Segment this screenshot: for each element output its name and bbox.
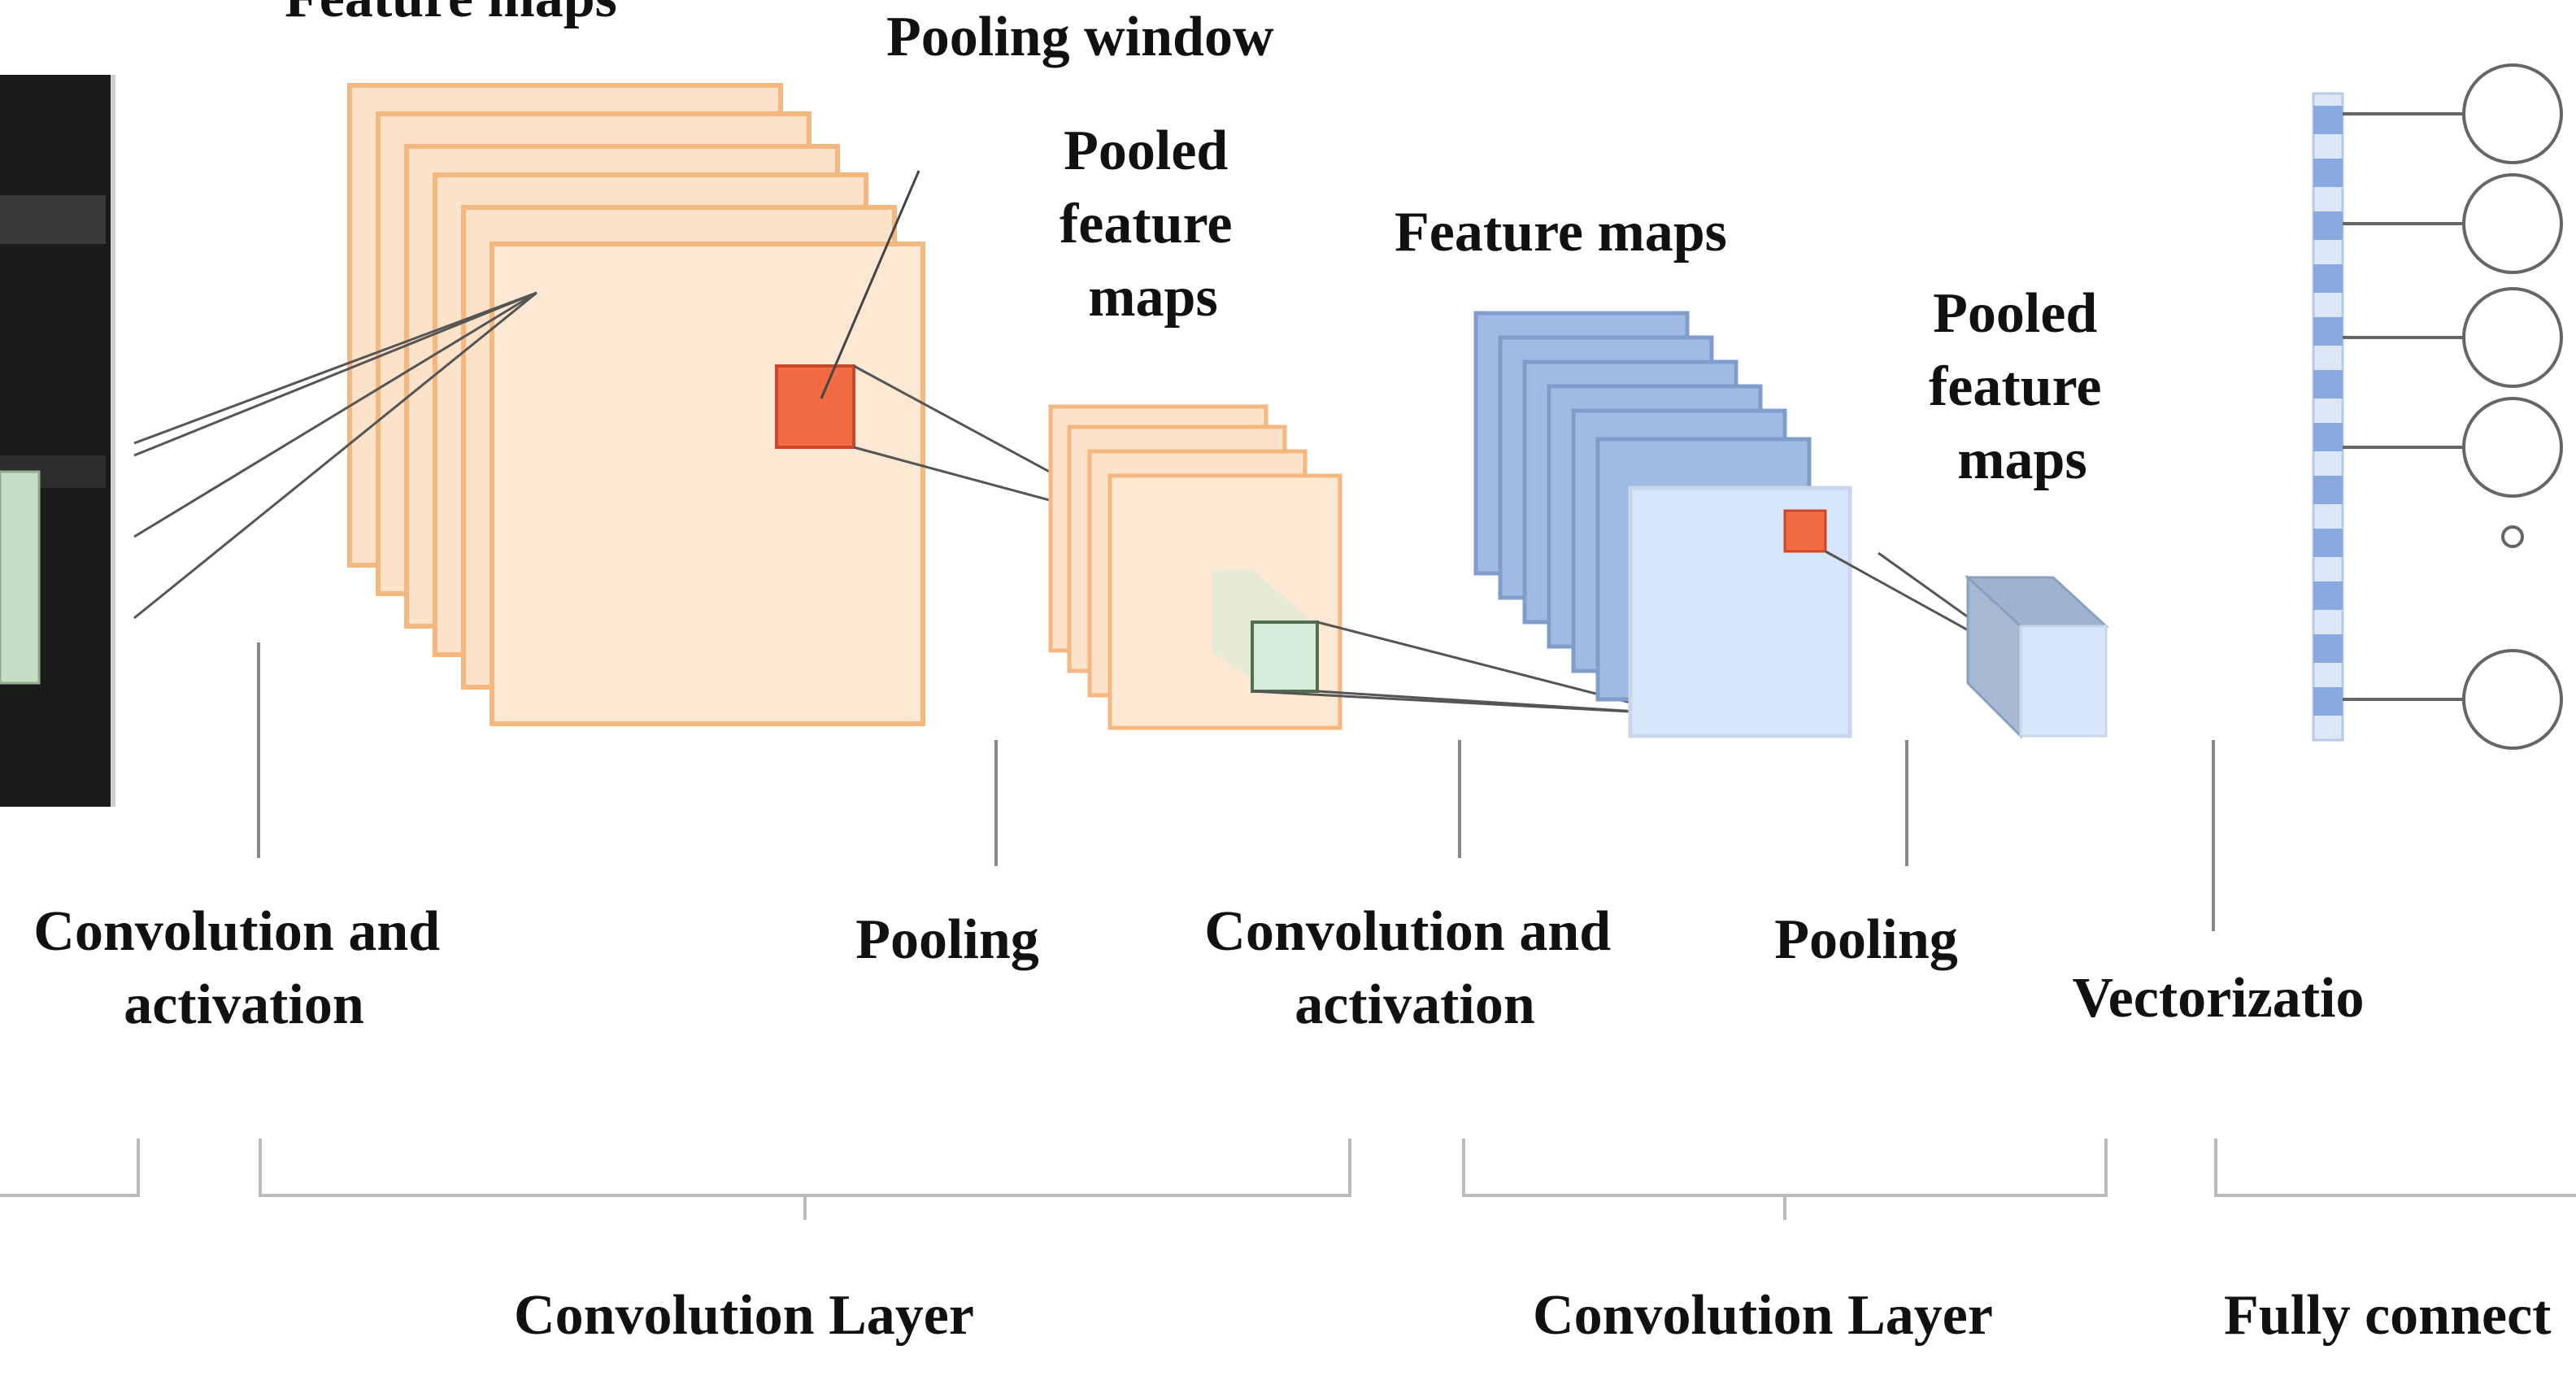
bracket-fully-connected: [2214, 1139, 2576, 1197]
label-conv-layer-1: Convolution Layer: [514, 1284, 974, 1347]
neuron: [2462, 397, 2563, 498]
stage-tick-lines: [257, 642, 2215, 931]
label-fully-connected: Fully connect: [2224, 1284, 2551, 1347]
label-feature-maps-1: Feature maps: [285, 0, 617, 29]
label-conv-activation-2: Convolution and activation: [1204, 900, 1625, 1036]
neuron: [2462, 173, 2563, 274]
pooling-window: [1783, 509, 1827, 553]
feature-map-layer: [490, 242, 925, 726]
label-pooled-feature-maps-2: Pooled feature maps: [1929, 282, 2116, 491]
neuron: [2462, 287, 2563, 388]
input-projection-lines: [133, 291, 537, 620]
label-vectorization: Vectorizatio: [2073, 967, 2365, 1030]
label-pooling-1: Pooling: [855, 908, 1039, 971]
label-pooling-2: Pooling: [1774, 908, 1958, 971]
label-feature-maps-2: Feature maps: [1395, 201, 1727, 263]
label-conv-layer-2: Convolution Layer: [1533, 1284, 1993, 1347]
feature-maps-stack-2: [1473, 311, 1852, 738]
bracket-conv-layer-1: [259, 1139, 1351, 1197]
fully-connected-neurons: [2343, 63, 2563, 750]
neuron-ellipsis: [2501, 525, 2524, 548]
label-pooled-feature-maps-1: Pooled feature maps: [1060, 120, 1247, 329]
vectorization-vector: [2312, 92, 2344, 742]
convolution-window: [1251, 620, 1319, 693]
bracket-input: [0, 1139, 140, 1197]
layer-brackets: [0, 1139, 2576, 1220]
pooling-window-pointer: [820, 170, 920, 399]
neuron: [2462, 63, 2563, 164]
label-pooling-window: Pooling window: [886, 6, 1274, 68]
pooling-window: [775, 364, 855, 449]
input-image: [0, 75, 115, 807]
pooled-feature-maps-stack-2: [1965, 574, 2109, 739]
neuron: [2462, 649, 2563, 750]
label-conv-activation-1: Convolution and activation: [33, 900, 454, 1036]
feature-maps-stack-1: [347, 83, 925, 726]
bracket-conv-layer-2: [1462, 1139, 2108, 1197]
pooled-feature-maps-stack-1: [1048, 404, 1342, 730]
